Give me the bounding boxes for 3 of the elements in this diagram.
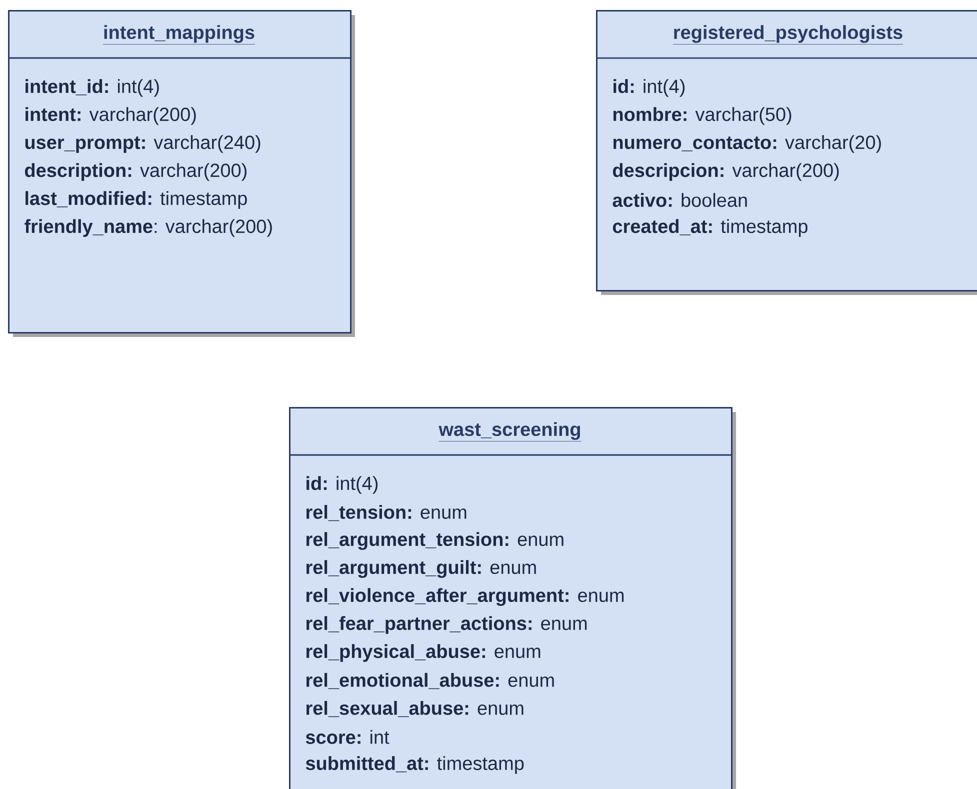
table-box: intent_mappings intent_id: int(4) intent: varchar(200) user_prompt: varchar(240) description: varchar(200) last_modified: timestamp friendly_name: varchar(200) <box>8 10 355 337</box>
table-box: registered_psychologists id: int(4) nombre: varchar(50) numero_contacto: varchar(20) descripcion: varchar(200) activo: boolean created_at: timestamp <box>596 10 977 295</box>
table-box: wast_screening id: int(4) rel_tension: enum rel_argument_tension: enum rel_argument_guilt: enum rel_violence_after_argument: enum rel_fear_partner_actions: enum rel_physical_abuse: enum rel_emotional_abuse: enum rel_sexual_abuse: enum score: int submitted_at: timestamp <box>289 407 736 789</box>
